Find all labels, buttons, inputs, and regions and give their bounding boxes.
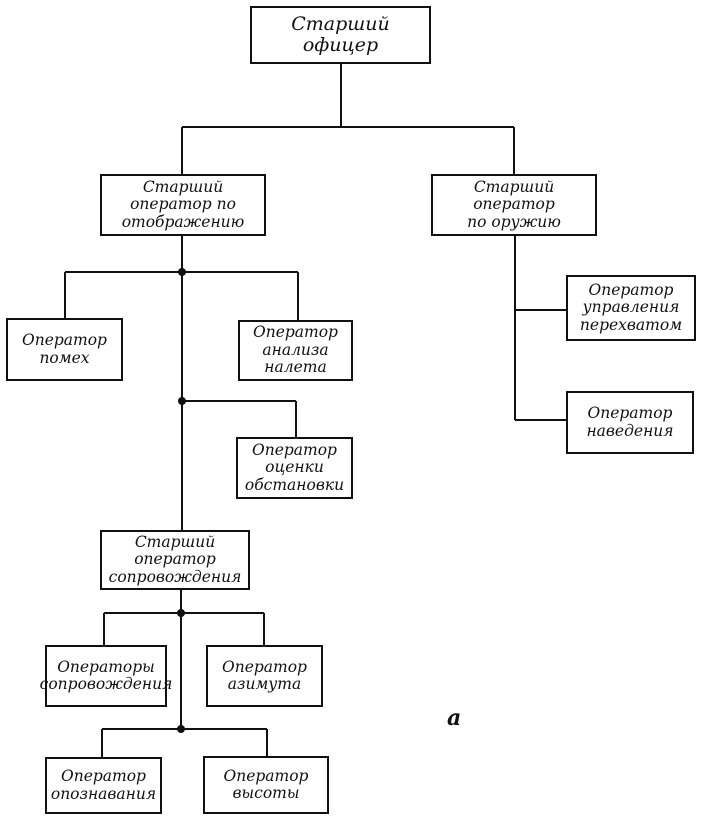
box-label-line: налета [264,358,327,377]
box-label-line: оператор [473,195,555,214]
box-label-line: Оператор [587,404,673,423]
box-label-line: Оператор [22,331,107,350]
box-label-line: перехватом [579,315,683,334]
box-tracking-operators: Операторы сопровождения [40,645,172,707]
junction-dot [177,609,185,617]
box-label-line: обстановки [244,475,345,494]
box-label-line: наведения [586,421,674,440]
box-label-line: Старший [142,177,224,196]
box-label-line: азимута [227,675,302,693]
box-label-line: Оператор [222,657,307,676]
box-label-line: Операторы [57,657,155,676]
box-senior-display-operator: Старший оператор по отображению [100,174,266,236]
box-senior-tracking-operator: Старший оператор сопровождения [100,530,250,590]
box-label-line: оценки [265,458,324,477]
junction-dot [178,268,186,276]
box-label-line: опознавания [50,784,157,803]
box-label-line: Оператор [223,766,309,785]
box-label-line: Оператор [588,280,674,299]
box-identification-operator: Оператор опознавания [45,757,162,814]
box-label-line: управления [582,298,680,317]
figure-label: а [447,705,462,731]
box-label-line: оператор по [130,195,236,214]
box-label-line: оператор [134,550,216,569]
box-senior-weapons-operator: Старший оператор по оружию [431,174,597,236]
box-guidance-operator: Оператор наведения [566,391,694,454]
box-situation-assessment-operator: Оператор оценки обстановки [236,437,353,499]
box-label-line: высоты [232,784,300,802]
box-altitude-operator: Оператор высоты [203,756,329,814]
box-senior-officer: Старший офицер [250,6,431,64]
box-label-line: Старший [134,532,216,551]
box-label-line: офицер [302,34,379,56]
junction-dot [177,725,185,733]
box-label-line: по оружию [467,212,561,231]
box-label-line: сопровождения [108,567,242,586]
junction-dot [178,397,186,405]
box-label-line: Оператор [253,323,338,342]
box-label-line: Старший [291,12,390,35]
box-label-line: сопровождения [39,675,173,693]
box-label-line: отображению [121,212,245,231]
box-raid-analysis-operator: Оператор анализа налета [238,320,353,381]
box-jamming-operator: Оператор помех [6,318,123,381]
box-intercept-control-operator: Оператор управления перехватом [566,275,696,341]
box-azimuth-operator: Оператор азимута [206,645,323,707]
box-label-line: Оператор [61,767,146,786]
box-label-line: Старший [473,177,555,196]
box-label-line: помех [39,348,90,367]
box-label-line: Оператор [252,440,337,459]
box-label-line: анализа [262,340,329,359]
